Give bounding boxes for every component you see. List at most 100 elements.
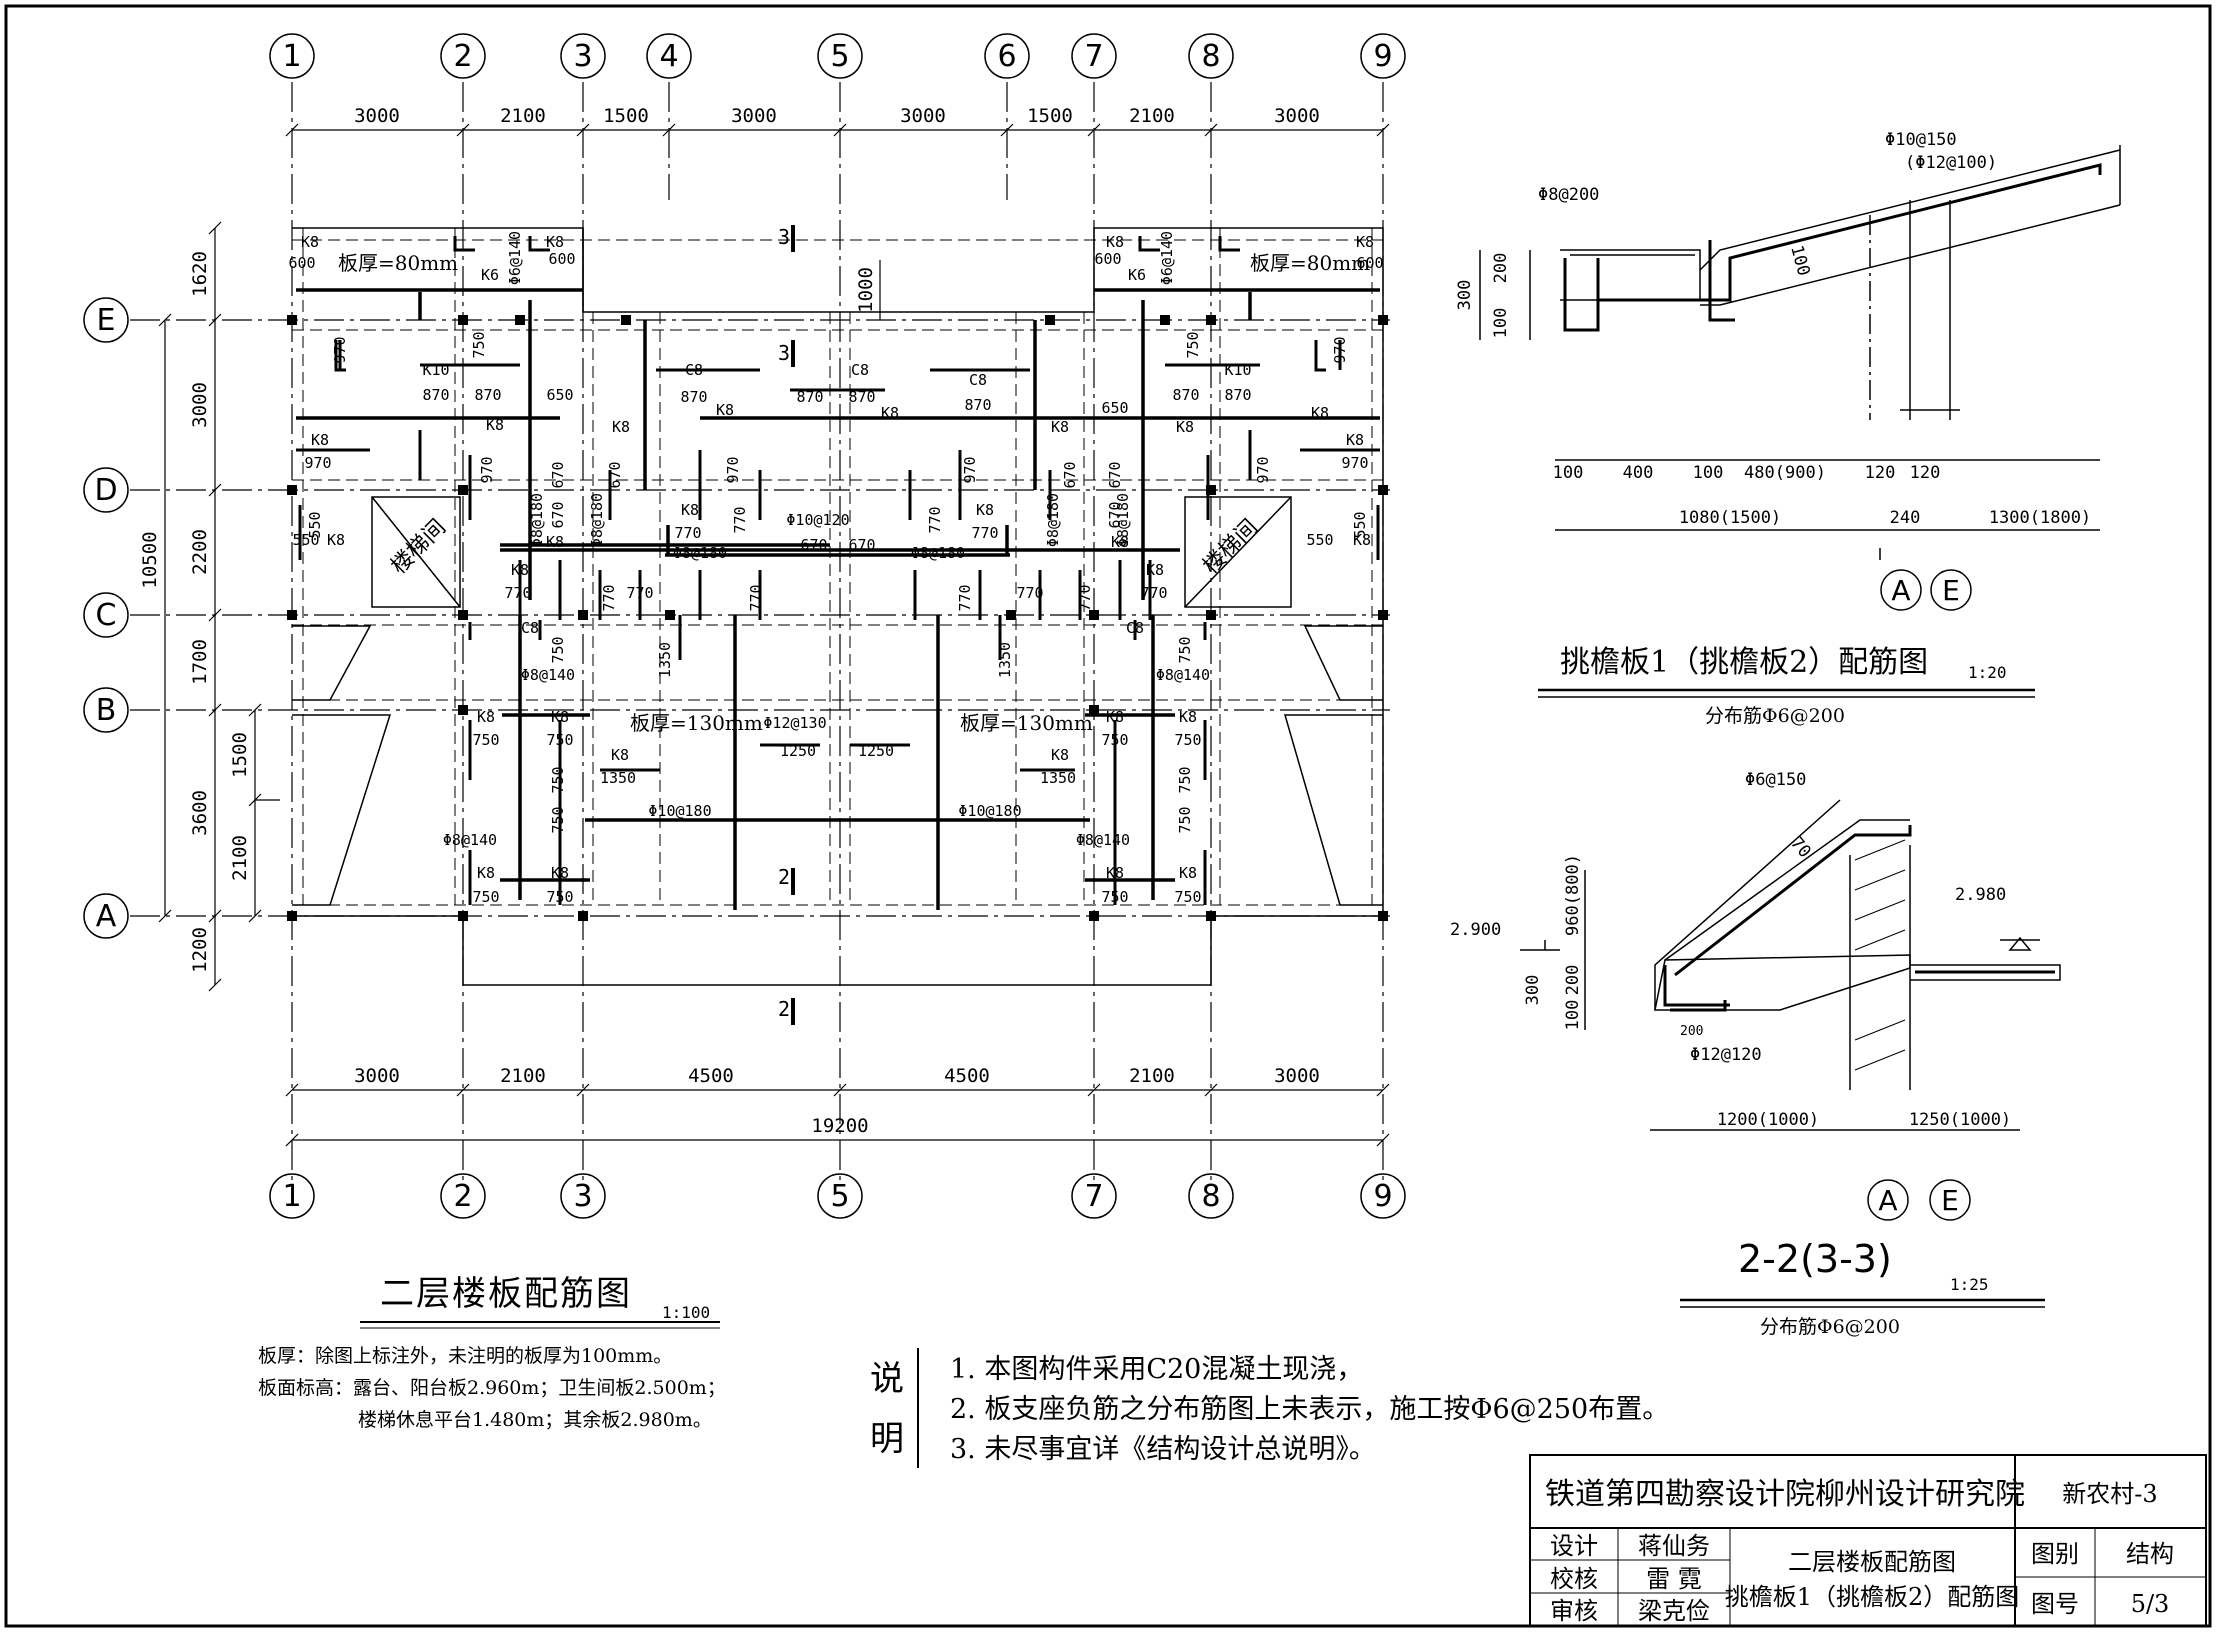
rebar-phi8-140-r1: Φ8@140 — [1156, 666, 1210, 684]
slab-130-right: 板厚=130mm — [960, 711, 1093, 735]
k8-label: K8 — [1051, 746, 1069, 764]
dim-left-sub-1: 1500 — [229, 732, 251, 778]
detail2-elev-2: 2.980 — [1955, 885, 2006, 905]
len-750-v: 750 — [549, 806, 567, 833]
axis-left-D: D — [94, 473, 117, 508]
dim-bottom-5: 2100 — [1129, 1065, 1175, 1087]
len-670-v: 670 — [1106, 461, 1124, 488]
len-750-v: 750 — [1176, 766, 1194, 793]
len-970-v: 970 — [724, 456, 742, 483]
section-3-top: 3 — [778, 225, 790, 249]
dim-top-6: 1500 — [1027, 105, 1073, 127]
len-970-v: 970 — [961, 456, 979, 483]
axis-top-7: 7 — [1084, 39, 1103, 74]
sheet-border — [4, 4, 2212, 1628]
len-1250: 1250 — [858, 742, 894, 760]
len-600: 600 — [1094, 250, 1121, 268]
dim-bottom-2: 2100 — [500, 1065, 546, 1087]
len-750: 750 — [1101, 888, 1128, 906]
tb-project: 新农村-3 — [2062, 1480, 2157, 1508]
len-670-v: 670 — [606, 461, 624, 488]
tb-number-value: 5/3 — [2131, 1590, 2170, 1618]
detail1-dim2-a: 1080(1500) — [1679, 508, 1781, 528]
detail2-distribution: 分布筋Φ6@200 — [1760, 1316, 1900, 1338]
dim-left-3: 2200 — [189, 529, 211, 575]
detail2-axis-E: E — [1941, 1184, 1959, 1217]
stair-left: 楼梯间 — [387, 515, 451, 579]
axis-top-1: 1 — [282, 39, 301, 74]
len-670-v: 670 — [549, 461, 567, 488]
axis-top-2: 2 — [453, 39, 472, 74]
rebar-phi8-180-right: Φ8@180 — [911, 544, 965, 562]
rebar-phi10-180-left: Φ10@180 — [648, 802, 711, 820]
dim-bottom-4: 4500 — [944, 1065, 990, 1087]
k8-label: K8 — [681, 501, 699, 519]
plan-title-underline — [360, 1321, 720, 1329]
len-770: 770 — [674, 524, 701, 542]
len-770: 770 — [504, 584, 531, 602]
note-line-3: 楼梯休息平台1.480m；其余板2.980m。 — [358, 1409, 712, 1431]
len-870: 870 — [848, 388, 875, 406]
len-750: 750 — [1174, 888, 1201, 906]
detail2-rebar-1: Φ6@150 — [1745, 770, 1806, 790]
k8-label: K8 — [1353, 531, 1371, 549]
len-770-v: 770 — [600, 584, 618, 611]
detail1-axis-A: A — [1891, 574, 1910, 607]
dim-top-4: 3000 — [731, 105, 777, 127]
explanation-item-1: 1. 本图构件采用C20混凝土现浇， — [950, 1354, 1363, 1385]
dim-bottom-6: 3000 — [1274, 1065, 1320, 1087]
detail1-dim2-c: 1300(1800) — [1989, 508, 2091, 528]
dim-left-6: 1200 — [189, 927, 211, 973]
len-770-v: 770 — [731, 506, 749, 533]
detail1-scale: 1:20 — [1968, 663, 2007, 682]
dim-top-8: 3000 — [1274, 105, 1320, 127]
k8-label: K8 — [976, 501, 994, 519]
len-550: 550 — [292, 531, 319, 549]
detail2-dim-b: 1250(1000) — [1909, 1110, 2011, 1130]
k8-label: K8 — [311, 431, 329, 449]
k8-label: K8 — [1106, 233, 1124, 251]
titleblock-frame — [1529, 1454, 2207, 1627]
len-750: 750 — [1174, 731, 1201, 749]
k8-label: K8 — [1146, 561, 1164, 579]
k8-label: K8 — [1106, 708, 1124, 726]
len-1350-v: 1350 — [656, 642, 674, 678]
tb-category-value: 结构 — [2126, 1540, 2174, 1568]
detail1-dim-a: 100 — [1553, 463, 1584, 483]
rebar-phi6-140-right: Φ6@140 — [1158, 231, 1176, 285]
k8-label: K8 — [327, 531, 345, 549]
plan-columns — [287, 315, 1388, 921]
detail2-dim-200v: 200 — [1563, 965, 1583, 996]
c8-label: C8 — [685, 361, 703, 379]
section-2-bottom: 2 — [778, 997, 790, 1021]
axis-bottom-2: 2 — [453, 1179, 472, 1214]
tb-name-check: 雷 霓 — [1646, 1565, 1702, 1593]
len-970-v: 970 — [1254, 456, 1272, 483]
axis-bottom-5: 5 — [830, 1179, 849, 1214]
tb-drawing-2: 挑檐板1（挑檐板2）配筋图 — [1725, 1583, 2020, 1611]
len-670-v: 670 — [1106, 501, 1124, 528]
detail1-distribution: 分布筋Φ6@200 — [1705, 705, 1845, 727]
plan-slab-outline — [292, 227, 1384, 986]
k8-label: K8 — [1111, 533, 1129, 551]
rebar-phi8-140-l2: Φ8@140 — [443, 831, 497, 849]
rebar-phi10-120: Φ10@120 — [786, 511, 849, 529]
plan-dashed-beams — [292, 228, 1383, 906]
len-870: 870 — [422, 386, 449, 404]
axis-top-3: 3 — [573, 39, 592, 74]
len-1350-v: 1350 — [996, 642, 1014, 678]
len-600: 600 — [548, 250, 575, 268]
dim-left-1: 1620 — [189, 251, 211, 297]
axis-bottom-1: 1 — [282, 1179, 301, 1214]
detail1-dim-100b: 100 — [1786, 243, 1813, 278]
dim-left-2: 3000 — [189, 382, 211, 428]
rebar-phi12-130: Φ12@130 — [763, 714, 826, 732]
plan-neg-rebars — [296, 236, 1380, 905]
detail2-dim-200: 200 — [1680, 1024, 1703, 1039]
len-870: 870 — [1172, 386, 1199, 404]
detail1-dim-c: 100 — [1693, 463, 1724, 483]
dim-top-3: 1500 — [603, 105, 649, 127]
len-670: 670 — [848, 536, 875, 554]
slab-80-right: 板厚=80mm — [1250, 251, 1370, 275]
